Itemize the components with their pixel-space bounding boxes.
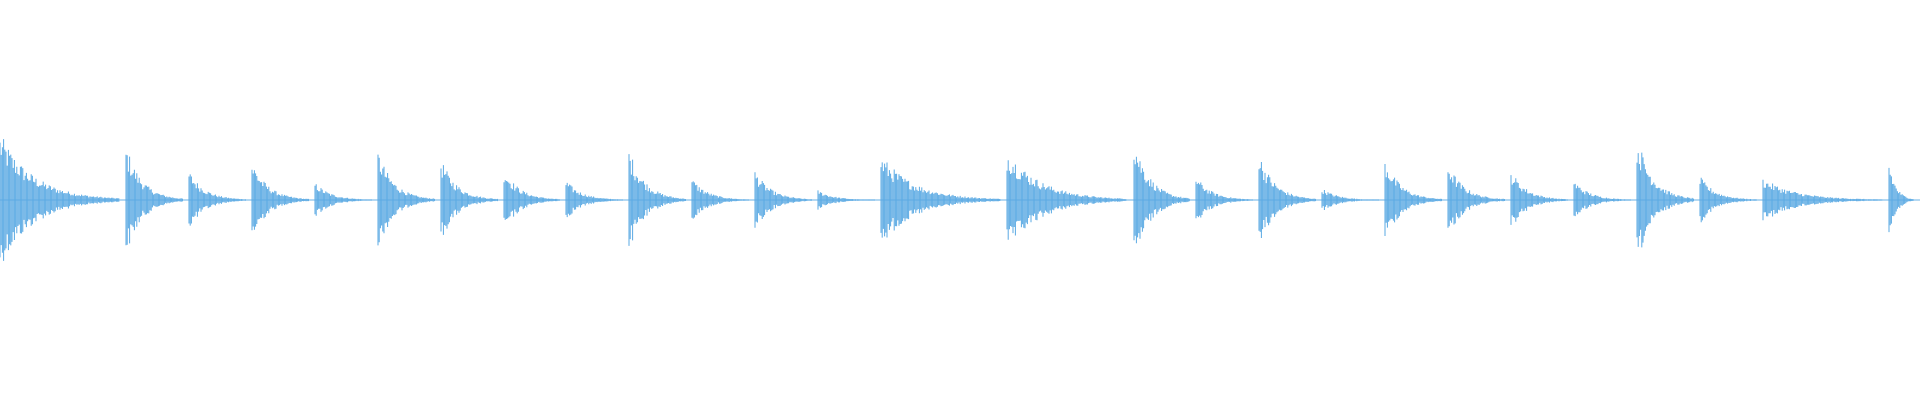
waveform-onset — [1636, 152, 1694, 248]
waveform-onset — [565, 182, 623, 218]
waveform-onset — [1321, 190, 1379, 210]
waveform-onsets — [0, 139, 1914, 261]
waveform-onset — [691, 181, 749, 219]
waveform-onset — [1258, 162, 1316, 238]
waveform-onset — [251, 169, 309, 231]
waveform-onset — [1573, 183, 1631, 217]
waveform-onset — [1133, 156, 1190, 244]
waveform-onset — [1447, 172, 1505, 228]
waveform-onset — [314, 184, 372, 216]
waveform-onset — [1195, 181, 1253, 219]
waveform-onset — [1762, 179, 1883, 221]
waveform-onset — [880, 162, 1001, 238]
waveform-onset — [125, 154, 183, 246]
waveform-onset — [188, 174, 246, 226]
waveform-onset — [1888, 167, 1914, 233]
waveform-onset — [1006, 160, 1127, 240]
waveform-onset — [377, 154, 435, 246]
waveform-onset — [628, 154, 686, 246]
waveform-onset — [503, 180, 560, 220]
waveform-onset — [1510, 175, 1568, 225]
waveform-onset — [754, 172, 812, 228]
waveform-onset — [817, 190, 875, 210]
waveform-onset — [440, 165, 498, 235]
waveform-onset — [1384, 164, 1442, 236]
waveform-onset — [1699, 177, 1757, 223]
waveform-onset — [0, 139, 120, 261]
